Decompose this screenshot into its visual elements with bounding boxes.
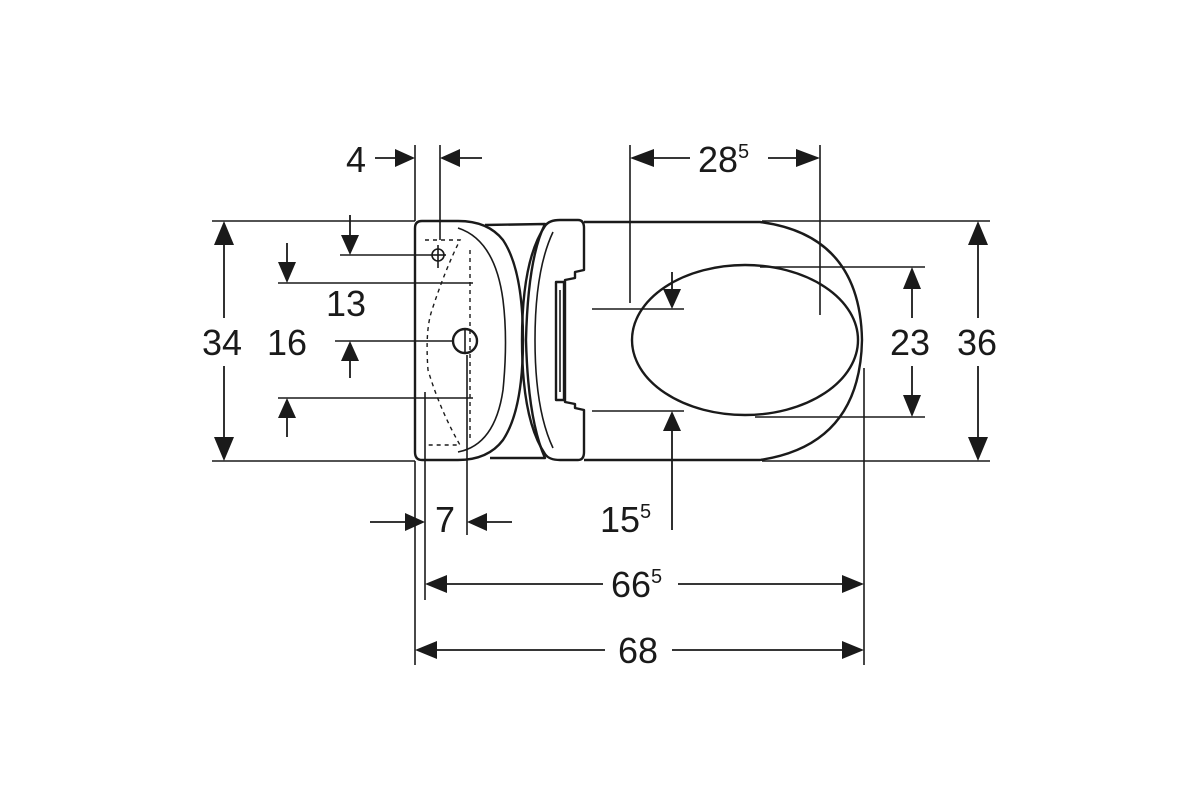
label-7: 7 bbox=[435, 499, 455, 540]
label-28-5-sup: 5 bbox=[738, 141, 749, 163]
drain-connection-symbol bbox=[451, 327, 479, 355]
dim-28-5 bbox=[630, 149, 820, 167]
label-15-5-base: 15 bbox=[600, 499, 640, 540]
bowl-outline bbox=[584, 220, 864, 462]
label-28-5: 285 bbox=[698, 139, 749, 180]
label-34: 34 bbox=[202, 322, 242, 363]
extension-lines bbox=[212, 145, 990, 665]
cistern-hidden-line bbox=[425, 239, 462, 446]
label-15-5-sup: 5 bbox=[640, 501, 651, 523]
label-28-5-base: 28 bbox=[698, 139, 738, 180]
label-23: 23 bbox=[890, 322, 930, 363]
dim-34 bbox=[214, 221, 234, 461]
dim-15-5 bbox=[663, 272, 681, 530]
cistern-inner-contour bbox=[457, 227, 507, 453]
dim-36 bbox=[968, 221, 988, 461]
label-66-5: 665 bbox=[611, 564, 662, 605]
label-68: 68 bbox=[618, 630, 658, 671]
water-inlet-symbol bbox=[430, 245, 446, 268]
label-15-5: 155 bbox=[600, 499, 651, 540]
dim-13 bbox=[341, 215, 359, 378]
label-4: 4 bbox=[346, 139, 366, 180]
label-16: 16 bbox=[267, 322, 307, 363]
bowl-opening bbox=[630, 263, 860, 417]
hinge-inner-line bbox=[534, 231, 554, 449]
seat-hinge-block bbox=[520, 218, 586, 462]
label-13: 13 bbox=[326, 283, 366, 324]
toilet-outline bbox=[413, 218, 864, 462]
connection-neck bbox=[484, 222, 547, 460]
dim-66-5 bbox=[425, 575, 864, 593]
hinge-bar bbox=[554, 280, 566, 402]
dim-16 bbox=[278, 243, 296, 437]
dim-68 bbox=[415, 641, 864, 659]
label-66-5-sup: 5 bbox=[651, 566, 662, 588]
label-66-5-base: 66 bbox=[611, 564, 651, 605]
dim-23 bbox=[903, 267, 921, 417]
label-36: 36 bbox=[957, 322, 997, 363]
dim-7 bbox=[370, 513, 512, 531]
dim-4 bbox=[375, 149, 482, 167]
